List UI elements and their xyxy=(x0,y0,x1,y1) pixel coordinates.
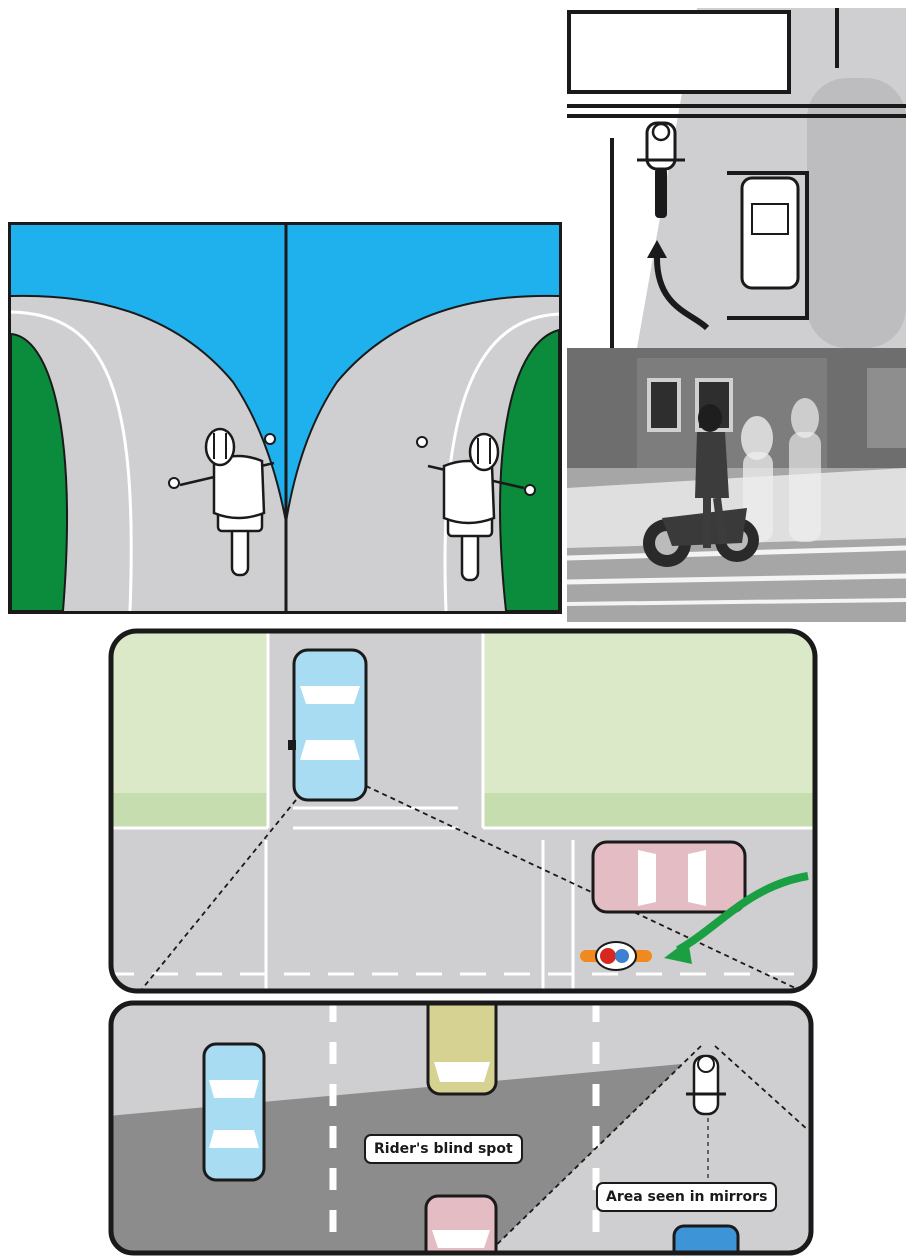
motorcycle-rider-icon xyxy=(643,404,759,567)
blind-spot-label: Rider's blind spot xyxy=(364,1134,523,1164)
car-icon xyxy=(202,1042,266,1182)
curve-views-panel xyxy=(8,222,562,614)
car-icon xyxy=(672,1224,740,1253)
motorcycle-rider-icon xyxy=(637,121,685,218)
motorcycle-rider-icon xyxy=(686,1054,726,1116)
turn-plan-panel xyxy=(567,8,906,348)
motorcycle-rider-icon xyxy=(168,427,276,577)
motorcycle-rider-icon xyxy=(416,432,536,582)
mirrors-area-label: Area seen in mirrors xyxy=(596,1182,778,1212)
arrow-icon xyxy=(676,872,809,954)
arrow-icon xyxy=(654,257,710,331)
junction-panel xyxy=(108,628,818,994)
street-photo-panel xyxy=(567,348,906,622)
car-icon xyxy=(740,176,800,290)
blind-spot-panel: Rider's blind spot Area seen in mirrors xyxy=(108,1000,814,1256)
car-icon xyxy=(288,648,368,802)
car-icon xyxy=(426,1003,498,1096)
motorcycle-rider-icon xyxy=(580,941,652,971)
car-icon xyxy=(424,1194,498,1253)
car-icon xyxy=(591,840,747,914)
